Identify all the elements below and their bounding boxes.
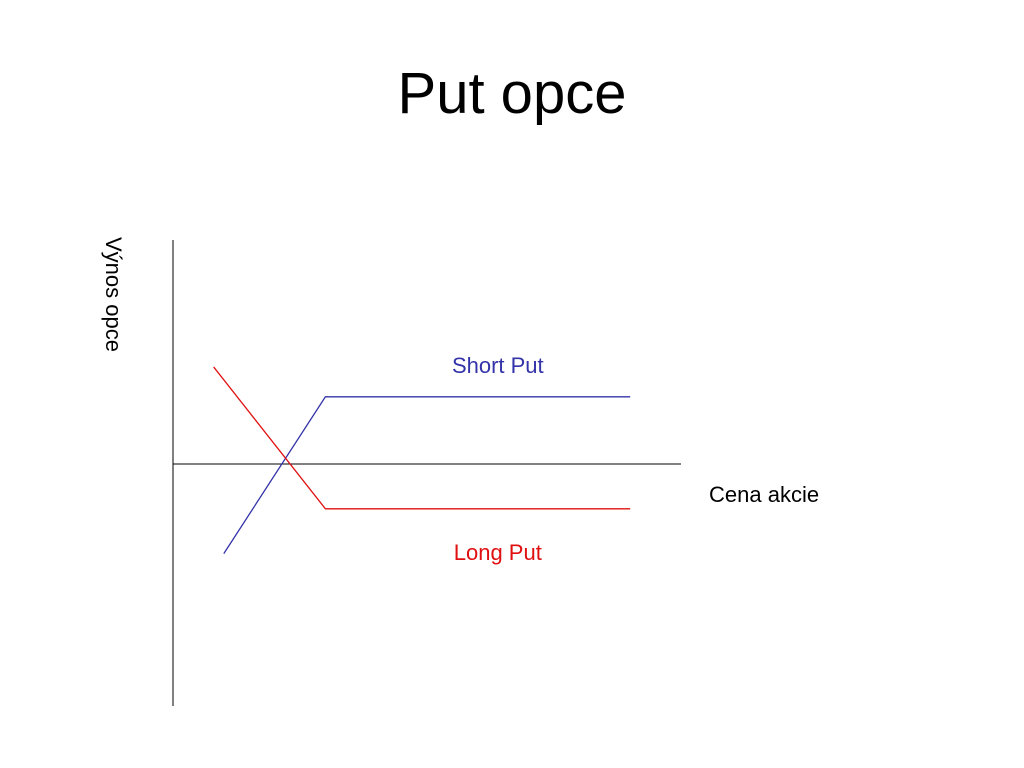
- slide-title: Put opce: [397, 61, 627, 126]
- x-axis-label: Cena akcie: [709, 482, 819, 507]
- short-put-line: [223, 396, 631, 554]
- long-put-label: Long Put: [454, 540, 542, 565]
- short-put-label: Short Put: [452, 353, 544, 378]
- long-put-line: [213, 366, 631, 510]
- y-axis-label: Výnos opce: [101, 237, 126, 352]
